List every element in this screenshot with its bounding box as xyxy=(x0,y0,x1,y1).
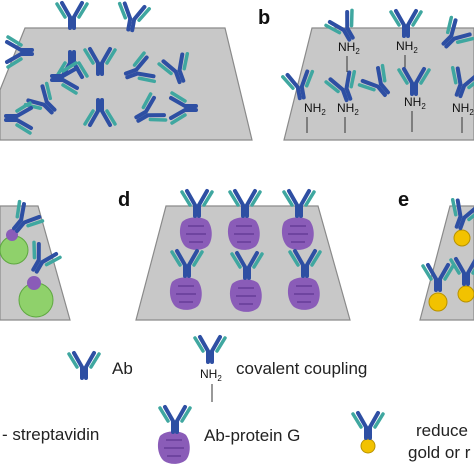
legend-label-ab: Ab xyxy=(112,359,133,378)
gold-nanoparticle-icon xyxy=(360,438,376,454)
covalent-antibody: NH2 xyxy=(442,64,474,133)
legend-label-reduced-2: gold or r xyxy=(408,443,471,462)
antibody-icon xyxy=(351,411,385,440)
panel-label-e: e xyxy=(398,189,409,211)
panel-c xyxy=(0,198,71,321)
svg-text:NH2: NH2 xyxy=(404,95,426,111)
legend-label-protein-g: Ab-protein G xyxy=(204,426,300,445)
biotin-dot xyxy=(6,229,18,241)
svg-text:NH2: NH2 xyxy=(396,39,418,55)
legend-label-reduced-1: reduce xyxy=(416,421,468,440)
panel-e: e xyxy=(398,189,474,321)
legend-item-streptavidin: - streptavidin xyxy=(2,425,99,444)
gold-nanoparticle xyxy=(453,229,471,247)
panel-b: b NH2 NH2 NH2 NH2 NH2 xyxy=(258,7,474,141)
legend-item-covalent: NH2 covalent coupling xyxy=(193,335,367,402)
antibody-icon xyxy=(67,351,101,380)
legend: Ab NH2 covalent coupling - streptavidin … xyxy=(2,335,471,465)
panel-a xyxy=(0,0,253,141)
panel-label-d: d xyxy=(118,189,130,211)
gold-nanoparticle xyxy=(457,285,474,303)
panel-label-b: b xyxy=(258,7,270,29)
legend-item-protein-g: Ab-protein G xyxy=(156,405,300,465)
svg-text:NH2: NH2 xyxy=(337,101,359,117)
legend-item-ab: Ab xyxy=(67,351,133,380)
covalent-antibody: NH2 xyxy=(323,7,366,72)
svg-text:NH2: NH2 xyxy=(200,367,222,383)
legend-item-reduced-gold: reduce gold or r xyxy=(351,411,471,462)
svg-text:NH2: NH2 xyxy=(452,101,474,117)
antibody-icon xyxy=(55,1,89,30)
biotin-dot xyxy=(27,276,41,290)
antibody-icon xyxy=(193,335,227,364)
covalent-antibody: NH2 xyxy=(280,68,326,133)
covalent-antibody: NH2 xyxy=(397,67,431,132)
gold-nanoparticle xyxy=(428,292,448,312)
svg-text:NH2: NH2 xyxy=(338,40,360,56)
panel-a-surface xyxy=(0,27,253,141)
panel-d: d xyxy=(118,189,351,321)
covalent-antibody: NH2 xyxy=(323,68,365,133)
legend-label-streptavidin: - streptavidin xyxy=(2,425,99,444)
legend-label-covalent: covalent coupling xyxy=(236,359,367,378)
svg-text:NH2: NH2 xyxy=(304,101,326,117)
antibody-icon xyxy=(158,405,192,434)
protein-g-icon xyxy=(156,430,191,465)
